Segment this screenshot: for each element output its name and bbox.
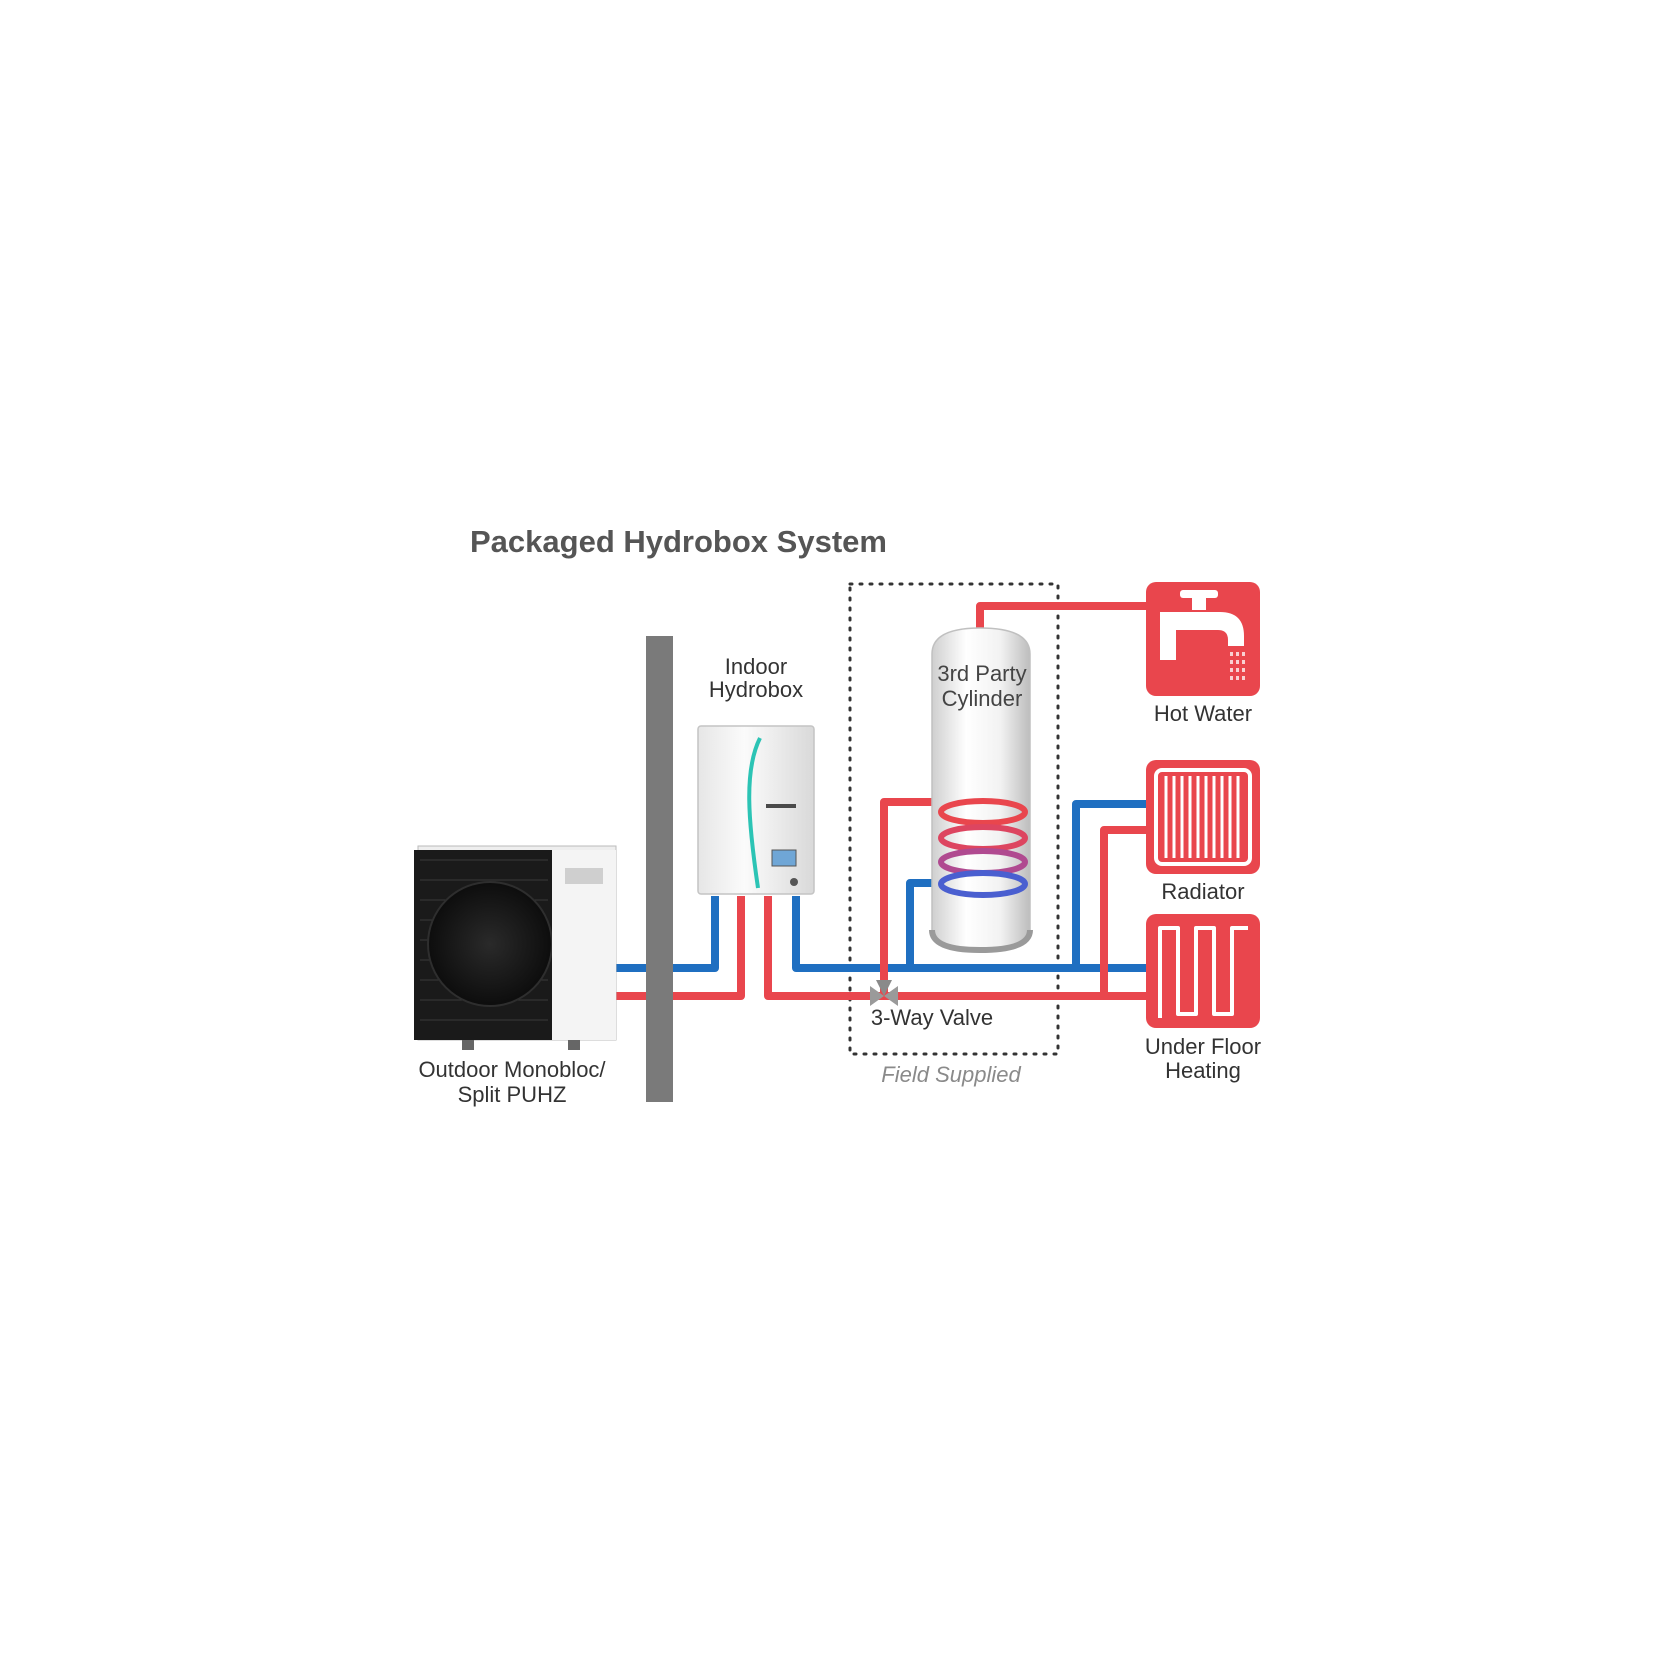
radiator-return-pipe <box>1072 800 1146 968</box>
building-wall <box>646 636 673 1102</box>
hot-water-label: Hot Water <box>1154 701 1252 726</box>
brand-badge-icon <box>565 868 603 884</box>
outdoor-label-line1: Outdoor Monobloc/ <box>418 1057 606 1082</box>
hot-water-pipe <box>976 602 1146 628</box>
coil-flow-pipe <box>880 798 932 996</box>
cylinder-label-line2: Cylinder <box>942 686 1023 711</box>
pipework <box>616 602 1146 1000</box>
field-supplied-label: Field Supplied <box>881 1062 1021 1087</box>
indoor-hydrobox-unit <box>697 725 815 895</box>
outdoor-monobloc-unit <box>414 845 617 1050</box>
ufh-label-line2: Heating <box>1165 1058 1241 1083</box>
control-knob-icon <box>790 878 798 886</box>
valve-label: 3-Way Valve <box>871 1005 993 1030</box>
outdoor-label-line2: Split PUHZ <box>458 1082 567 1107</box>
control-panel-icon <box>771 849 797 867</box>
radiator-label: Radiator <box>1161 879 1244 904</box>
flow-pipe-main <box>764 896 1146 1000</box>
accent-stripe-icon <box>747 737 762 889</box>
hot-water-tap-icon <box>1146 582 1260 696</box>
flow-pipe-outdoor <box>616 896 745 1000</box>
three-way-valve-icon <box>870 980 898 1006</box>
third-party-cylinder: 3rd Party Cylinder <box>929 627 1033 954</box>
heating-coil-icon <box>938 798 1028 898</box>
field-supplied-boundary <box>848 582 1060 1056</box>
indoor-label-line2: Hydrobox <box>709 677 803 702</box>
radiator-flow-pipe <box>1100 826 1146 996</box>
fan-grille-icon <box>427 881 553 1007</box>
coil-return-pipe <box>906 879 938 968</box>
return-pipe-main <box>792 896 1146 972</box>
diagram-title: Packaged Hydrobox System <box>470 524 887 559</box>
indoor-label-line1: Indoor <box>725 654 787 679</box>
ufh-label-line1: Under Floor <box>1145 1034 1261 1059</box>
radiator-icon <box>1146 760 1260 874</box>
underfloor-coil-icon <box>1146 914 1260 1028</box>
cylinder-label-line1: 3rd Party <box>937 661 1026 686</box>
logo-mark-icon <box>766 804 796 808</box>
